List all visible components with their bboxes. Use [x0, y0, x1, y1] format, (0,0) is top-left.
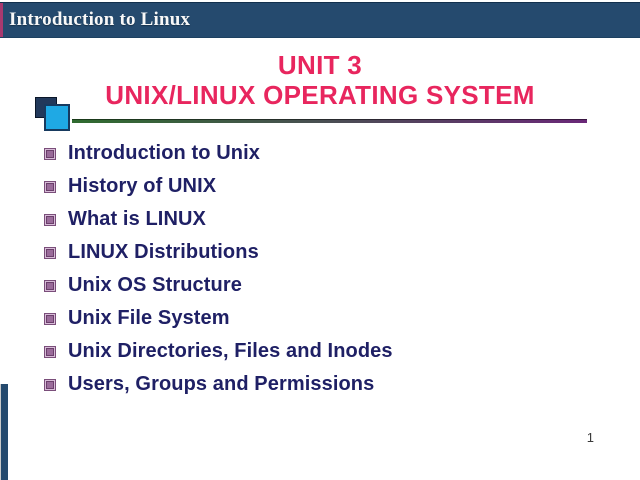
bullet-label: What is LINUX [68, 208, 206, 230]
list-item: History of UNIX [44, 170, 393, 203]
list-item: Unix OS Structure [44, 269, 393, 302]
square-bullet-icon [44, 180, 56, 193]
bullet-list: Introduction to Unix History of UNIX Wha… [44, 137, 393, 401]
bullet-label: Introduction to Unix [68, 142, 260, 164]
header-bar: Introduction to Linux [0, 2, 640, 38]
decoration-square-light [44, 104, 70, 131]
bullet-label: History of UNIX [68, 175, 217, 197]
slide-title: UNIT 3 UNIX/LINUX OPERATING SYSTEM [0, 50, 640, 110]
list-item: Users, Groups and Permissions [44, 368, 393, 401]
square-bullet-icon [44, 345, 56, 358]
square-bullet-icon [44, 378, 56, 391]
square-bullet-icon [44, 147, 56, 160]
title-divider-line [72, 119, 587, 123]
list-item: Unix File System [44, 302, 393, 335]
header-title: Introduction to Linux [9, 9, 191, 30]
square-bullet-icon [44, 246, 56, 259]
bullet-label: Unix Directories, Files and Inodes [68, 340, 393, 362]
bullet-label: Users, Groups and Permissions [68, 373, 375, 395]
header-accent-stripe [0, 3, 3, 37]
slide-title-line2: UNIX/LINUX OPERATING SYSTEM [105, 80, 535, 110]
bullet-label: Unix OS Structure [68, 274, 242, 296]
list-item: What is LINUX [44, 203, 393, 236]
bottom-left-accent-bar [0, 384, 8, 480]
list-item: LINUX Distributions [44, 236, 393, 269]
bullet-label: Unix File System [68, 307, 230, 329]
slide-title-line1: UNIT 3 [277, 50, 363, 80]
list-item: Introduction to Unix [44, 137, 393, 170]
square-bullet-icon [44, 279, 56, 292]
square-bullet-icon [44, 312, 56, 325]
square-bullet-icon [44, 213, 56, 226]
list-item: Unix Directories, Files and Inodes [44, 335, 393, 368]
page-number: 1 [586, 430, 594, 445]
bullet-label: LINUX Distributions [68, 241, 259, 263]
